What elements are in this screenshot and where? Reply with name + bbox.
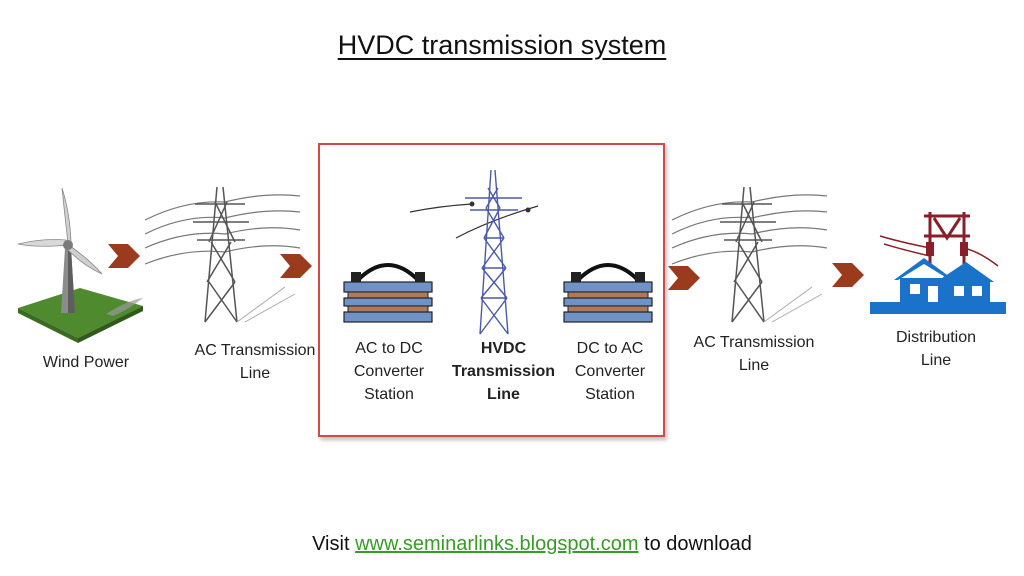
distribution-line-label: Distribution Line	[876, 326, 996, 372]
arrow-icon	[668, 266, 700, 290]
ac-line-left-label-line2: Line	[239, 365, 271, 382]
hvdc-label-line2: Transmission	[451, 363, 556, 380]
hvdc-system-frame	[318, 143, 665, 437]
ac-dc-label-line1: AC to DC	[355, 340, 423, 357]
ac-line-right-label-line1: AC Transmission	[693, 334, 815, 351]
dc-ac-label-line2: Converter	[574, 363, 646, 380]
arrow-icon	[108, 244, 140, 268]
wind-turbine-icon	[17, 187, 143, 343]
hvdc-tower-icon	[409, 169, 539, 335]
page-title: HVDC transmission system	[337, 30, 667, 60]
substation-icon	[879, 212, 999, 267]
dc-ac-label-line1: DC to AC	[576, 340, 644, 357]
footer: Visit www.seminarlinks.blogspot.com to d…	[0, 533, 1024, 556]
transmission-tower-icon	[144, 186, 301, 323]
ac-dc-label-line2: Converter	[353, 363, 425, 380]
hvdc-line-label: HVDC Transmission Line	[446, 337, 561, 406]
arrow-icon	[832, 263, 864, 287]
arrow-icon	[280, 254, 312, 278]
ac-line-right-label-line2: Line	[738, 357, 770, 374]
footer-suffix: to download	[638, 533, 752, 555]
ac-line-left-label: AC Transmission Line	[185, 339, 325, 385]
hvdc-label-line3: Line	[487, 386, 520, 403]
distribution-label-line1: Distribution	[895, 329, 977, 346]
transmission-tower-icon	[671, 186, 828, 323]
ac-dc-converter-label: AC to DC Converter Station	[340, 337, 438, 406]
ac-dc-label-line3: Station	[364, 386, 414, 403]
ac-line-right-label: AC Transmission Line	[684, 331, 824, 377]
converter-station-icon	[343, 263, 433, 323]
house-icon	[870, 258, 1006, 314]
converter-station-icon	[563, 263, 653, 323]
wind-power-label: Wind Power	[42, 354, 130, 371]
footer-prefix: Visit	[312, 533, 356, 555]
dc-ac-label-line3: Station	[585, 386, 635, 403]
footer-link[interactable]: www.seminarlinks.blogspot.com	[355, 533, 639, 555]
ac-line-left-label-line1: AC Transmission	[194, 342, 316, 359]
hvdc-label-line1: HVDC	[480, 340, 527, 357]
distribution-label-line2: Line	[920, 352, 952, 369]
dc-ac-converter-label: DC to AC Converter Station	[560, 337, 660, 406]
